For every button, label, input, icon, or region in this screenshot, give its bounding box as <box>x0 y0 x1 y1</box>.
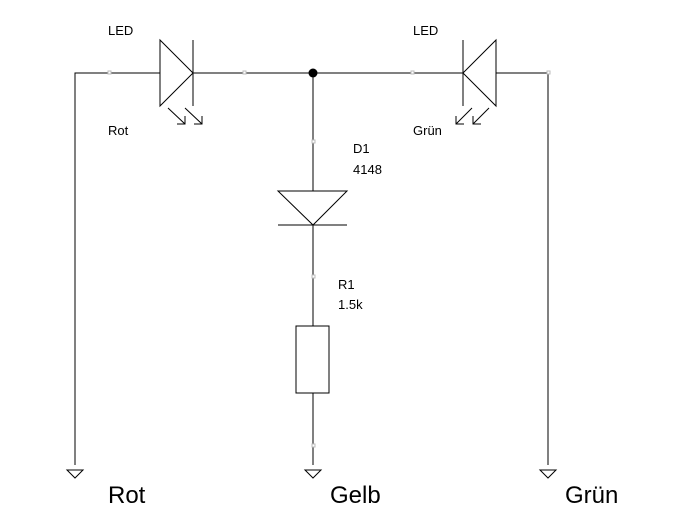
resistor-r1-value-label: 1.5k <box>338 297 363 312</box>
terminal-gelb-label: Gelb <box>330 482 381 509</box>
terminal-rot-arrow-icon <box>65 469 85 479</box>
led-gruen-name-label: LED <box>413 23 438 38</box>
resistor-r1-name-label: R1 <box>338 277 355 292</box>
terminal-gruen-arrow-icon <box>538 469 558 479</box>
wire-right-branch <box>496 72 549 465</box>
terminal-gelb-arrow-icon <box>303 469 323 479</box>
led-gruen-value-label: Grün <box>413 123 442 138</box>
resistor-r1-symbol <box>295 325 330 394</box>
led-gruen-symbol <box>455 38 497 125</box>
led-rot-symbol <box>159 38 203 125</box>
terminal-rot-label: Rot <box>108 482 146 509</box>
diode-d1-symbol <box>276 190 349 226</box>
led-rot-value-label: Rot <box>108 123 129 138</box>
pin-markers <box>107 70 551 448</box>
terminal-gruen-label: Grün <box>565 482 618 509</box>
led-rot-name-label: LED <box>108 23 133 38</box>
led-rot-light-arrows-icon <box>167 107 203 125</box>
diode-d1-value-label: 4148 <box>353 162 382 177</box>
led-gruen-light-arrows-icon <box>455 107 490 125</box>
wire-left-branch <box>74 72 160 465</box>
diode-d1-name-label: D1 <box>353 141 370 156</box>
